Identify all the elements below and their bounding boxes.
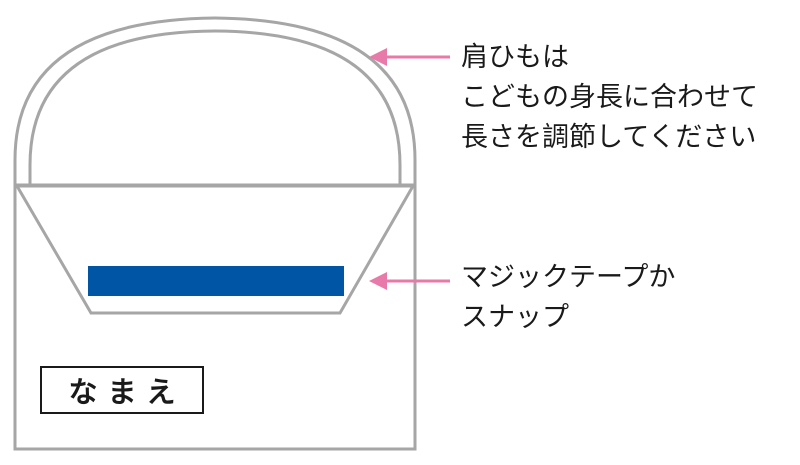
- strap-annotation-line: こどもの身長に合わせて: [461, 82, 758, 113]
- strap-annotation-line: 長さを調節してください: [461, 122, 757, 153]
- strap-annotation: 肩ひもは こどもの身長に合わせて 長さを調節してください: [461, 38, 758, 158]
- closure-annotation-line: マジックテープか: [461, 262, 676, 293]
- strap-annotation-line: 肩ひもは: [461, 42, 569, 73]
- shoulder-strap-inner: [28, 29, 402, 185]
- closure-annotation: マジックテープか スナップ: [461, 258, 675, 338]
- shoulder-strap-outer: [13, 16, 417, 185]
- closure-annotation-line: スナップ: [461, 302, 569, 333]
- name-tag: なまえ: [40, 366, 204, 414]
- fastener-strip: [88, 266, 344, 296]
- strap-arrow: [369, 48, 450, 66]
- closure-arrow: [369, 272, 450, 290]
